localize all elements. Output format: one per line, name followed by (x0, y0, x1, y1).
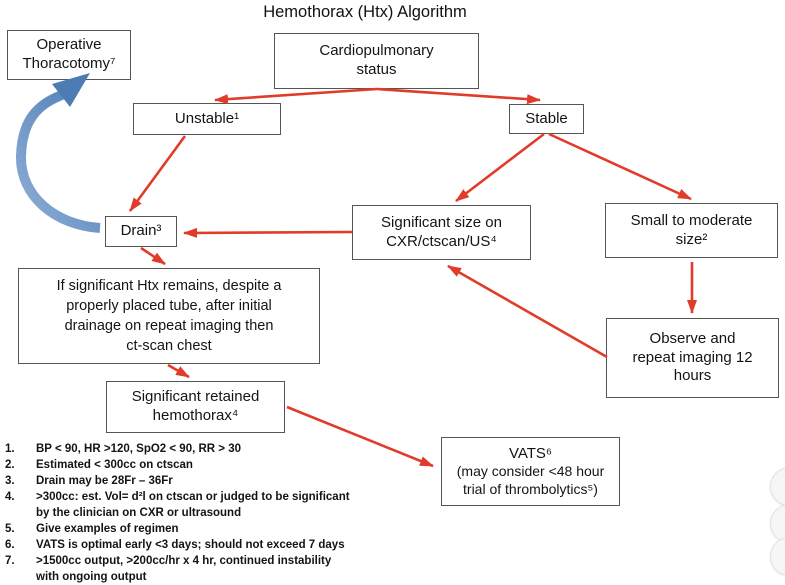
footnote-number: 5. (5, 523, 15, 535)
footnote-number: 3. (5, 475, 15, 487)
floating-button-top[interactable]: ≡ (770, 467, 785, 506)
footnote-item: 7. >1500cc output, >200cc/hr x 4 hr, con… (5, 553, 410, 585)
node-htx-remains: If significant Htx remains, despite a pr… (18, 268, 320, 364)
node-drain: Drain³ (105, 216, 177, 247)
footnote-number: 6. (5, 539, 15, 551)
node-observe-repeat-imaging: Observe and repeat imaging 12 hours (606, 318, 779, 398)
footnote-text: >300cc: est. Vol= d²l on ctscan or judge… (36, 491, 350, 519)
footnote-item: 5. Give examples of regimen (5, 521, 410, 537)
footnote-item: 6. VATS is optimal early <3 days; should… (5, 537, 410, 553)
node-operative-thoracotomy: Operative Thoracotomy⁷ (7, 30, 131, 80)
footnote-text: Estimated < 300cc on ctscan (36, 459, 193, 471)
footnote-item: 4. >300cc: est. Vol= d²l on ctscan or ju… (5, 489, 410, 521)
footnote-text: BP < 90, HR >120, SpO2 < 90, RR > 30 (36, 443, 241, 455)
footnotes-list: 1. BP < 90, HR >120, SpO2 < 90, RR > 30 … (5, 441, 410, 585)
arrow-drain-to-htx-remains (140, 246, 166, 266)
footnote-item: 1. BP < 90, HR >120, SpO2 < 90, RR > 30 (5, 441, 410, 457)
node-vats: VATS⁶ (may consider <48 hour trial of th… (441, 437, 620, 506)
arrow-htx-remains-to-retained (167, 363, 190, 379)
node-small-to-moderate-size: Small to moderate size² (605, 203, 778, 258)
footnote-number: 7. (5, 555, 15, 567)
footnote-text: VATS is optimal early <3 days; should no… (36, 539, 345, 551)
footnote-number: 1. (5, 443, 15, 455)
arrow-cardio-to-stable (376, 87, 541, 105)
arrow-stable-to-significant-size (455, 132, 545, 203)
arrow-unstable-to-drain (128, 135, 187, 212)
arrow-cardio-to-unstable (214, 87, 378, 105)
footnote-text: Give examples of regimen (36, 523, 179, 535)
arrow-significant-size-to-drain (183, 227, 353, 238)
footnote-text: Drain may be 28Fr – 36Fr (36, 475, 173, 487)
vats-title: VATS⁶ (508, 444, 553, 462)
diagram-title: Hemothorax (Htx) Algorithm (263, 3, 467, 21)
node-cardiopulmonary-status: Cardiopulmonary status (274, 33, 479, 89)
footnote-item: 3. Drain may be 28Fr – 36Fr (5, 473, 410, 489)
footnote-text: >1500cc output, >200cc/hr x 4 hr, contin… (36, 555, 332, 583)
arrow-observe-to-significant-size (447, 264, 608, 359)
arrow-stable-to-small-moderate (548, 132, 692, 201)
vats-subtitle: (may consider <48 hour trial of thrombol… (456, 463, 605, 497)
floating-button-bottom[interactable]: ≡ (770, 537, 785, 576)
blue-curve-body (15, 90, 101, 233)
footnote-number: 2. (5, 459, 15, 471)
footnote-item: 2. Estimated < 300cc on ctscan (5, 457, 410, 473)
arrow-drain-to-operative-thoracotomy (15, 73, 101, 233)
node-significant-retained-hemothorax: Significant retained hemothorax⁴ (106, 381, 285, 433)
node-significant-size: Significant size on CXR/ctscan/US⁴ (352, 205, 531, 260)
node-stable: Stable (509, 104, 584, 134)
node-unstable: Unstable¹ (133, 103, 281, 135)
footnote-number: 4. (5, 491, 15, 503)
